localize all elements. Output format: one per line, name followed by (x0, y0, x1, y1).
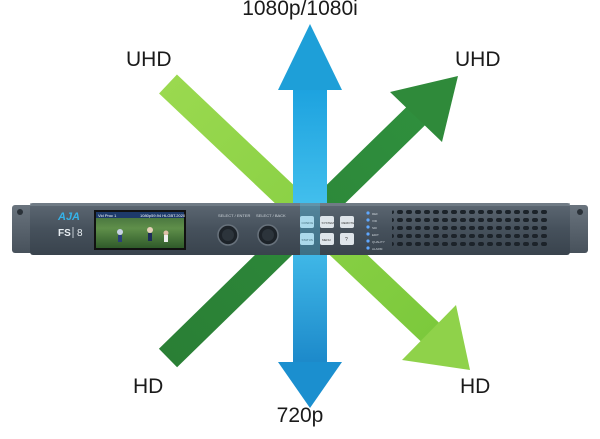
screen-player (117, 229, 123, 235)
screen-player (148, 233, 152, 241)
label-720p: 720p (276, 404, 324, 427)
led-indicator (366, 225, 370, 229)
led-label: ALARM (372, 247, 383, 251)
knob-right-label: SELECT / BACK (256, 213, 286, 218)
label-hd-right: HD (460, 375, 491, 398)
led-label: REF (372, 212, 378, 216)
blue-arrow-overlay (300, 203, 320, 255)
remote-button-label: REMOTE (342, 221, 355, 225)
arrowhead-lower-right (402, 305, 470, 370)
status-button[interactable] (300, 233, 314, 245)
label-uhd-left: UHD (126, 48, 172, 71)
led-indicator (366, 232, 370, 236)
front-panel-buttons: CONFIG SYSTEM REMOTE STATUS MENU ? (300, 216, 354, 245)
label-1080p-1080i: 1080p/1080i (242, 0, 358, 20)
led-label: QUALITY (372, 240, 385, 244)
knob-cap (262, 229, 274, 241)
screen-header-right: 1080p59.94 HLGBT.2020 (140, 213, 186, 218)
indicator-leds: REF VID SDI EDIT QUALITY ALARM (366, 211, 385, 251)
screen-header-left: Vid Proc 1 (98, 213, 117, 218)
arrowhead-up (278, 24, 342, 90)
help-button[interactable] (340, 233, 354, 245)
knob-cap (222, 229, 234, 241)
vent-grille (392, 210, 550, 248)
led-indicator (366, 239, 370, 243)
menu-button-label: MENU (322, 238, 331, 242)
led-indicator (366, 246, 370, 250)
screen-player (163, 230, 169, 236)
led-label: SDI (372, 226, 377, 230)
config-button-label: CONFIG (302, 221, 314, 225)
rack-screw (17, 209, 23, 215)
knob-left-label: SELECT / ENTER (218, 213, 250, 218)
label-uhd-right: UHD (455, 48, 501, 71)
status-button-label: STATUS (302, 238, 313, 242)
led-label: VID (372, 219, 378, 223)
arrowhead-down (278, 362, 342, 408)
screen-player (147, 227, 153, 233)
screen-player (164, 235, 168, 242)
arrowhead-upper-right (390, 76, 458, 142)
system-button[interactable] (320, 216, 334, 228)
system-button-label: SYSTEM (322, 221, 335, 225)
led-indicator (366, 211, 370, 215)
screen-header (96, 212, 184, 218)
screen-player (118, 235, 122, 242)
model-number: 8 (77, 228, 83, 239)
remote-button[interactable] (340, 216, 354, 228)
label-hd-left: HD (133, 375, 164, 398)
brand-logo: AJA (57, 211, 80, 223)
help-button-label: ? (345, 237, 348, 243)
fs8-device: AJA FS 8 Vid Proc 1 1080p59.94 HLGBT.202… (12, 203, 588, 255)
menu-button[interactable] (320, 233, 334, 245)
config-button[interactable] (300, 216, 314, 228)
model-label: FS (58, 228, 71, 239)
led-indicator (366, 218, 370, 222)
rack-screw (577, 209, 583, 215)
led-label: EDIT (372, 233, 379, 237)
